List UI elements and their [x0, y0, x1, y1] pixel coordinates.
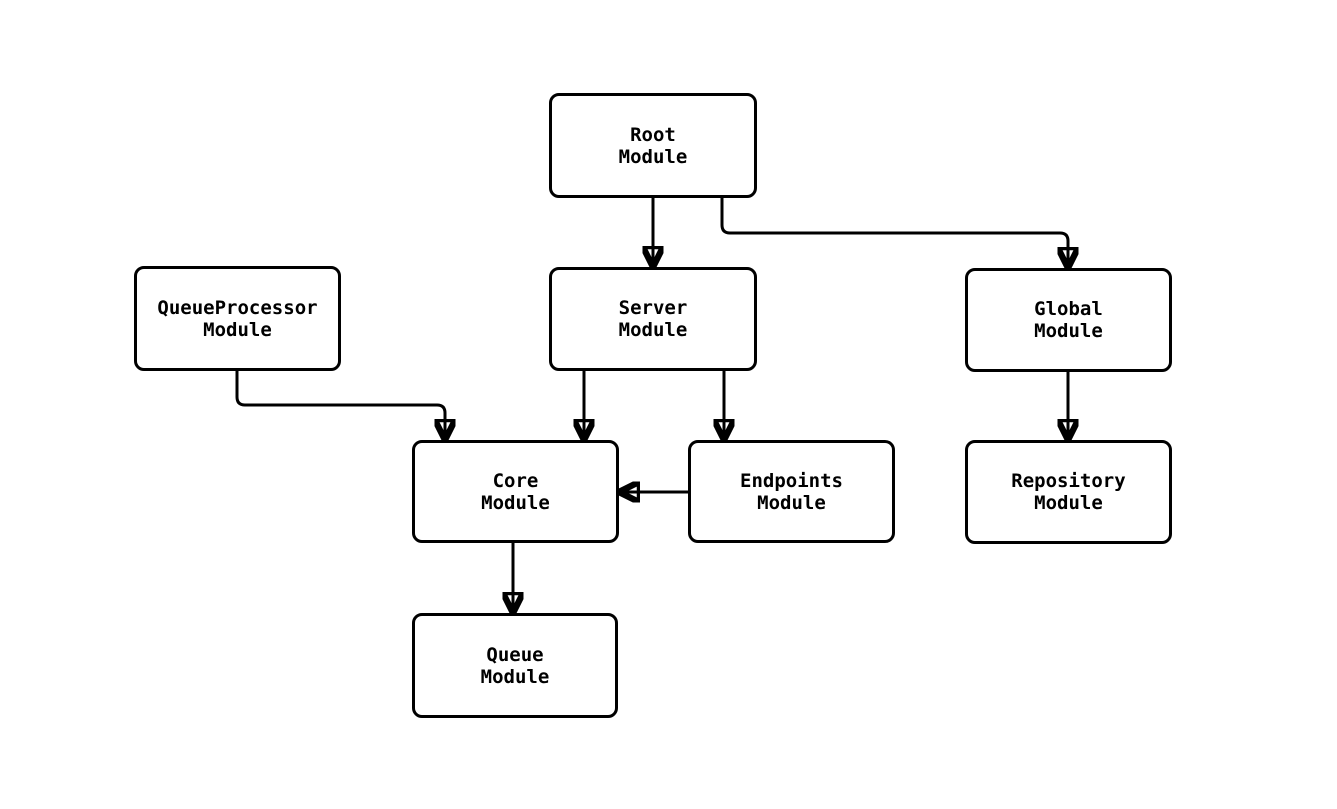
- node-queueprocessor-module: QueueProcessor Module: [134, 266, 341, 371]
- node-server-module: Server Module: [549, 267, 757, 371]
- node-repository-module: Repository Module: [965, 440, 1172, 544]
- edge-root-to-global: [720, 198, 1068, 266]
- node-global-module-label: Global Module: [1034, 298, 1103, 342]
- node-queue-module-label: Queue Module: [480, 643, 550, 688]
- node-global-module: Global Module: [965, 268, 1172, 372]
- node-root-module-label: Root Module: [618, 123, 688, 168]
- node-core-module-label: Core Module: [481, 469, 550, 514]
- node-root-module: Root Module: [549, 93, 757, 198]
- node-endpoints-module: Endpoints Module: [688, 440, 895, 543]
- node-repository-module-label: Repository Module: [1011, 470, 1126, 514]
- node-server-module-label: Server Module: [618, 297, 688, 341]
- node-endpoints-module-label: Endpoints Module: [740, 469, 843, 514]
- node-core-module: Core Module: [412, 440, 619, 543]
- node-queue-module: Queue Module: [412, 613, 618, 718]
- node-queueprocessor-module-label: QueueProcessor Module: [157, 296, 318, 341]
- edge-queueprocessor-to-core: [235, 371, 445, 438]
